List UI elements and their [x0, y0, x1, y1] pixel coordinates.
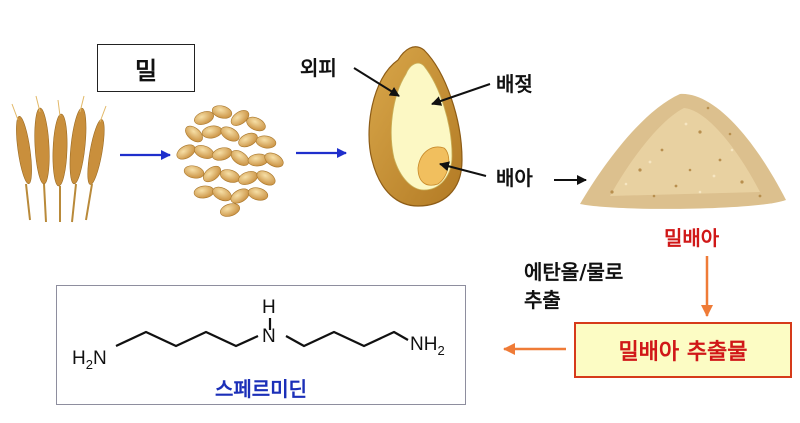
bran-pointer-arrow	[353, 67, 400, 97]
left-amine-h: H	[72, 348, 86, 369]
title-label: 밀	[134, 56, 158, 85]
right-amine-label: NH2	[410, 334, 445, 358]
left-amine-label: H2N	[72, 348, 107, 372]
right-amine-subscript: 2	[437, 342, 445, 358]
solvent-label-line1: 에탄올/물로	[524, 260, 624, 284]
wheat-stalks-icon	[11, 95, 107, 223]
germ-powder-icon	[580, 93, 786, 209]
amine-h-label: H	[262, 297, 276, 318]
molecule-name: 스페르미딘	[215, 377, 307, 401]
spermidine-skeleton	[115, 318, 409, 348]
endosperm-label: 배젖	[496, 72, 533, 96]
extract-box: 밀배아 추출물	[574, 322, 792, 378]
molecule-structure-box	[56, 285, 466, 405]
right-amine-nh: NH	[410, 334, 438, 355]
left-amine-n: N	[92, 348, 107, 369]
title-box: 밀	[97, 44, 195, 92]
germ-pointer-arrow	[439, 161, 487, 177]
extract-label: 밀배아 추출물	[618, 340, 748, 365]
germ-label: 배아	[496, 166, 533, 190]
amine-n-label: N	[262, 326, 276, 347]
bran-label: 외피	[300, 56, 337, 80]
germ-product-label: 밀배아	[664, 226, 720, 250]
left-amine-subscript: 2	[85, 356, 93, 372]
grain-cross-section-icon	[368, 46, 463, 207]
wheat-grains-icon	[176, 105, 284, 217]
solvent-label-line2: 추출	[524, 288, 561, 312]
endosperm-pointer-arrow	[431, 83, 491, 106]
